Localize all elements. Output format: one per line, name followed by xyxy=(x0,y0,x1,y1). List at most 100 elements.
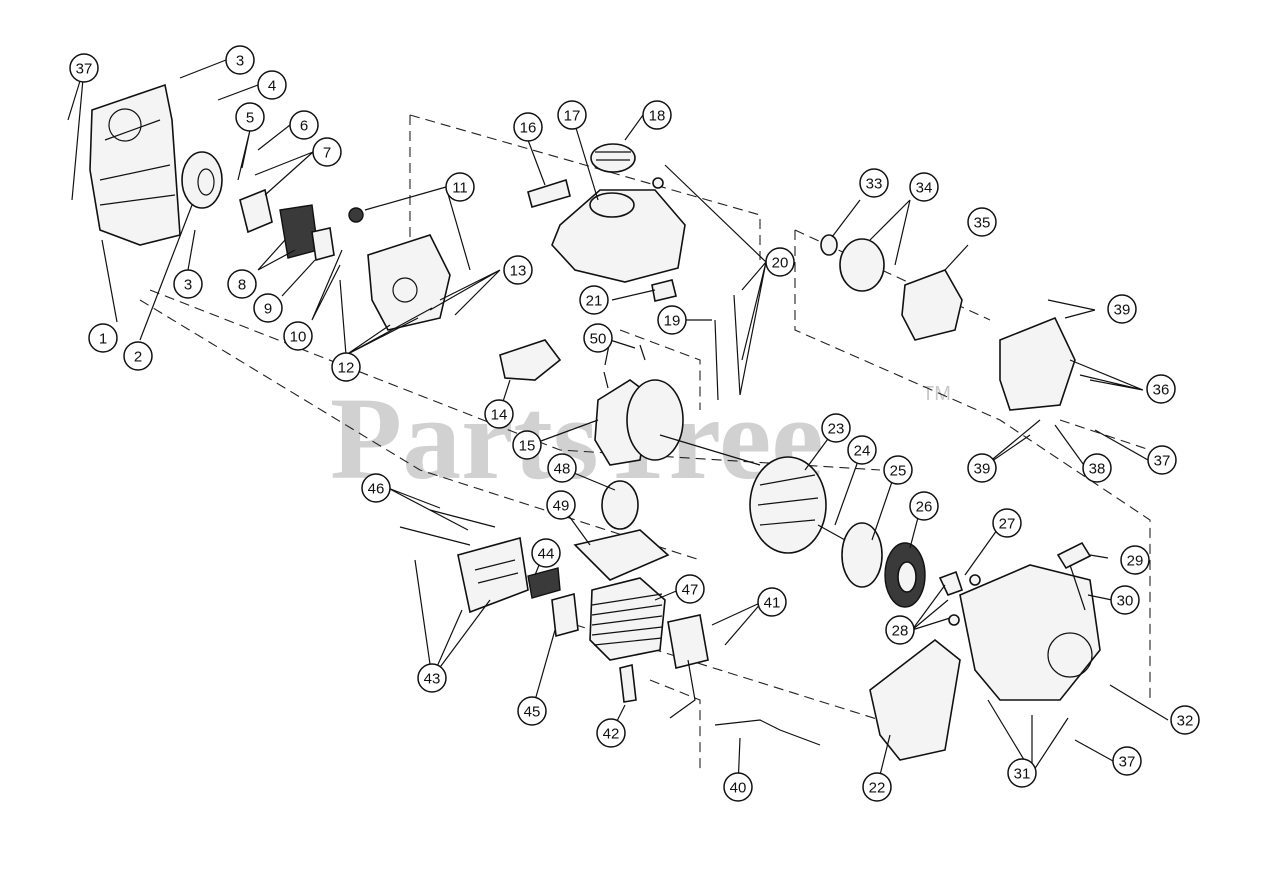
callout-circle xyxy=(657,305,687,335)
callout-number: 47 xyxy=(682,582,699,599)
callout-circle xyxy=(88,323,118,353)
callout-number: 43 xyxy=(424,671,441,688)
callout-circle xyxy=(69,53,99,83)
callout-number: 1 xyxy=(99,331,107,348)
callout-number: 18 xyxy=(649,108,666,125)
callout-10: 10 xyxy=(283,321,313,351)
callout-circle xyxy=(723,772,753,802)
partstree-watermark: PartsTree TM xyxy=(330,373,951,504)
callout-circle xyxy=(225,45,255,75)
callout-number: 21 xyxy=(586,293,603,310)
callout-37: 37 xyxy=(69,53,99,83)
callout-number: 33 xyxy=(866,176,883,193)
callout-circle xyxy=(909,491,939,521)
callout-2: 2 xyxy=(123,341,153,371)
callout-number: 3 xyxy=(236,53,244,70)
callout-number: 30 xyxy=(1117,593,1134,610)
callout-circle xyxy=(417,663,447,693)
callout-number: 20 xyxy=(772,255,789,272)
callout-circle xyxy=(1107,294,1137,324)
callout-number: 37 xyxy=(1119,754,1136,771)
callout-circle xyxy=(579,285,609,315)
callout-circle xyxy=(1082,453,1112,483)
callout-circle xyxy=(765,247,795,277)
callout-circle xyxy=(883,455,913,485)
callout-8: 8 xyxy=(227,269,257,299)
callout-29: 29 xyxy=(1120,545,1150,575)
callout-number: 39 xyxy=(974,461,991,478)
callout-39: 39 xyxy=(967,453,997,483)
callout-number: 3 xyxy=(184,277,192,294)
callout-circle xyxy=(992,508,1022,538)
part-shapes xyxy=(89,83,1101,761)
callout-12: 12 xyxy=(331,352,361,382)
starter-pulley-part xyxy=(841,522,883,588)
callout-circle xyxy=(596,718,626,748)
callout-number: 19 xyxy=(664,313,681,330)
muffler-part xyxy=(457,536,529,614)
callout-circle xyxy=(331,352,361,382)
callout-7: 7 xyxy=(312,137,342,167)
callout-number: 41 xyxy=(764,595,781,612)
callout-circle xyxy=(484,399,514,429)
pawl-part xyxy=(938,570,964,596)
ignition-coil-part xyxy=(667,614,709,669)
callout-number: 10 xyxy=(290,329,307,346)
callout-37: 37 xyxy=(1147,445,1177,475)
callout-circle xyxy=(235,102,265,132)
callout-number: 44 xyxy=(538,546,555,563)
callout-number: 13 xyxy=(510,263,527,280)
callout-38: 38 xyxy=(1082,453,1112,483)
callout-46: 46 xyxy=(361,473,391,503)
callout-5: 5 xyxy=(235,102,265,132)
callout-circle xyxy=(1120,545,1150,575)
callout-circle xyxy=(531,538,561,568)
watermark-trademark: TM xyxy=(922,383,951,405)
callout-circle xyxy=(445,172,475,202)
callout-circle xyxy=(512,430,542,460)
flywheel-part xyxy=(749,456,827,554)
callout-circle xyxy=(283,321,313,351)
callout-45: 45 xyxy=(517,696,547,726)
callout-14: 14 xyxy=(484,399,514,429)
callout-30: 30 xyxy=(1110,585,1140,615)
callout-9: 9 xyxy=(253,293,283,323)
callout-circle xyxy=(642,100,672,130)
callout-37: 37 xyxy=(1112,746,1142,776)
callout-number: 48 xyxy=(554,461,571,478)
callout-39: 39 xyxy=(1107,294,1137,324)
callout-47: 47 xyxy=(675,574,705,604)
cylinder-gasket-part xyxy=(573,529,670,581)
callout-circle xyxy=(503,255,533,285)
clutch-part xyxy=(839,238,885,292)
clutch-drum-part xyxy=(901,269,963,341)
callout-number: 50 xyxy=(590,331,607,348)
callout-27: 27 xyxy=(992,508,1022,538)
callout-number: 6 xyxy=(300,118,308,135)
callout-33: 33 xyxy=(859,168,889,198)
callout-40: 40 xyxy=(723,772,753,802)
callout-41: 41 xyxy=(757,587,787,617)
callout-11: 11 xyxy=(445,172,475,202)
callout-circle xyxy=(1146,374,1176,404)
callout-4: 4 xyxy=(257,70,287,100)
callout-circle xyxy=(253,293,283,323)
callout-32: 32 xyxy=(1170,705,1200,735)
callout-31: 31 xyxy=(1007,758,1037,788)
carburetor-part xyxy=(239,188,273,234)
callout-35: 35 xyxy=(967,207,997,237)
callout-circle xyxy=(847,435,877,465)
callout-circle xyxy=(227,269,257,299)
clip-part xyxy=(651,279,677,302)
callout-21: 21 xyxy=(579,285,609,315)
callout-16: 16 xyxy=(513,112,543,142)
callout-number: 23 xyxy=(828,421,845,438)
starter-housing-part xyxy=(959,564,1101,701)
callout-circle xyxy=(909,172,939,202)
callout-circle xyxy=(123,341,153,371)
callout-42: 42 xyxy=(596,718,626,748)
callout-3: 3 xyxy=(225,45,255,75)
callout-44: 44 xyxy=(531,538,561,568)
